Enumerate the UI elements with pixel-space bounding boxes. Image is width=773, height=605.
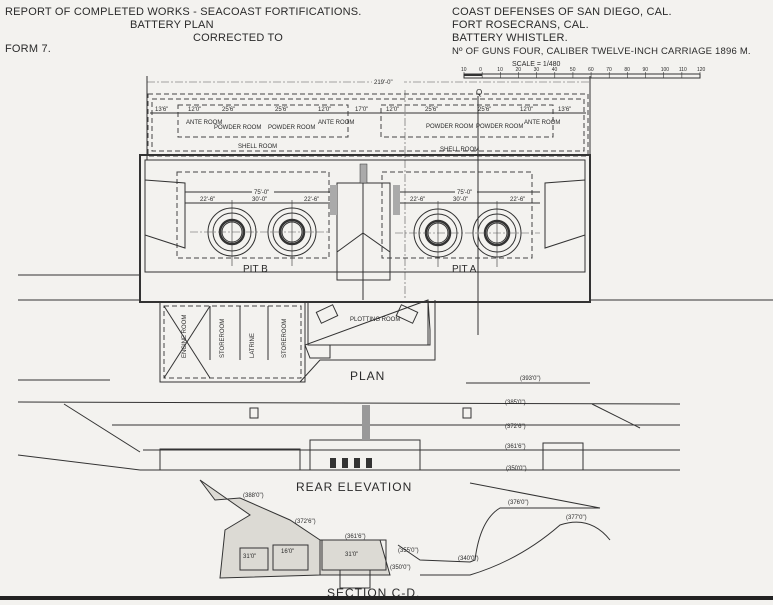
magazine-b <box>177 104 349 138</box>
level-label: (377'0") <box>566 515 587 521</box>
magazine-dimension: 12'0" <box>188 107 201 113</box>
plotting-room <box>307 301 429 346</box>
section-dim: 31'0" <box>243 554 256 560</box>
shell-room-label: SHELL ROOM <box>440 147 479 153</box>
plotting-room-label: PLOTTING ROOM <box>350 317 400 323</box>
level-label: (355'0") <box>398 548 419 554</box>
level-label: (376'0") <box>508 500 529 506</box>
ante-room-label: ANTE ROOM <box>524 120 560 126</box>
scale-tick-label: 110 <box>679 67 687 73</box>
pit-dim: 30'-0" <box>252 197 267 203</box>
magazine-dimension: 12'0" <box>520 107 533 113</box>
form-number: FORM 7. <box>5 43 51 55</box>
scale-tick-label: 10 <box>497 67 503 73</box>
scale-tick-label: 0 <box>479 67 482 73</box>
battery-name: BATTERY WHISTLER. <box>452 32 568 44</box>
pit-dim: 22'-6" <box>200 197 215 203</box>
rear-elevation: (385'0") (372'6") (361'6") (350'0") REAR… <box>17 400 681 494</box>
powder-room-label: POWDER ROOM <box>426 124 473 130</box>
level-label: (372'6") <box>295 519 316 525</box>
pit-a-label: PIT A <box>452 264 477 275</box>
powder-room-label: POWDER ROOM <box>268 125 315 131</box>
level-label: (393'0") <box>520 376 541 382</box>
overall-dimension: 219'-0" <box>374 80 393 86</box>
scale-tick-label: 70 <box>606 67 612 73</box>
rear-room-label: ENGINE ROOM <box>182 315 188 358</box>
powder-room-label: POWDER ROOM <box>214 125 261 131</box>
magazine-dimension: 25'6" <box>425 107 438 113</box>
magazine-dimension: 17'0" <box>355 107 368 113</box>
district-name: COAST DEFENSES OF SAN DIEGO, CAL. <box>452 6 672 18</box>
powder-room-label: POWDER ROOM <box>476 124 523 130</box>
level-label: (350'0") <box>390 565 411 571</box>
magazine-a <box>380 104 554 138</box>
level-label: (372'6") <box>505 424 526 430</box>
rear-elevation-title: REAR ELEVATION <box>296 480 412 494</box>
pit-dim: 22'-6" <box>410 197 425 203</box>
magazine-dimension: 12'0" <box>386 107 399 113</box>
pit-dim: 22'-6" <box>510 197 525 203</box>
scale-tick-label: 30 <box>534 67 540 73</box>
pit-b-span: 75'-0" <box>254 190 269 196</box>
section-point-q: Q <box>476 88 482 97</box>
section-dim: 31'0" <box>345 552 358 558</box>
gun-emplacement-circle <box>472 201 522 267</box>
level-label: (350'0") <box>506 466 527 472</box>
magazine-dimension: 25'6" <box>478 107 491 113</box>
guns-info: Nº OF GUNS FOUR, CALIBER TWELVE-INCH CAR… <box>452 46 751 57</box>
shell-room-label: SHELL ROOM <box>238 144 277 150</box>
scale-tick-label: 60 <box>588 67 594 73</box>
ante-room-label: ANTE ROOM <box>318 120 354 126</box>
rear-room-label: LATRINE <box>250 333 256 358</box>
plan-subtitle: BATTERY PLAN <box>130 19 214 31</box>
scale-tick-label: 20 <box>515 67 521 73</box>
scale-tick-label: 120 <box>697 67 706 73</box>
pit-dim: 22'-6" <box>304 197 319 203</box>
scale-tick-label: 50 <box>570 67 576 73</box>
rear-room-label: STOREROOM <box>282 319 288 358</box>
pit-b-label: PIT B <box>243 264 268 275</box>
plan-view: 219'-0" Q 13'6" 12'0" 25'6" 25'6" 12'0" 17'0"… <box>18 76 773 384</box>
magazine-dimension: 25'6" <box>275 107 288 113</box>
scale-tick-label: 80 <box>624 67 630 73</box>
ante-room-label: ANTE ROOM <box>186 120 222 126</box>
level-label: (361'6") <box>505 444 526 450</box>
level-label: (385'0") <box>505 400 526 406</box>
scale-tick-label: 40 <box>552 67 558 73</box>
scale-label: SCALE = 1/480 <box>512 61 561 68</box>
magazine-dimension: 13'6" <box>558 107 571 113</box>
scale-tick-label: 100 <box>661 67 670 73</box>
level-label: (388'0") <box>243 493 264 499</box>
pit-dim: 30'-0" <box>453 197 468 203</box>
pit-a-span: 75'-0" <box>457 190 472 196</box>
level-label: (340'0") <box>458 556 479 562</box>
plan-title: PLAN <box>350 369 385 383</box>
scale-tick-label: 90 <box>643 67 649 73</box>
level-label: (361'6") <box>345 534 366 540</box>
rear-room-label: STOREROOM <box>220 319 226 358</box>
gun-emplacement-circle <box>267 200 317 266</box>
magazine-dimension: 13'6" <box>155 107 168 113</box>
corrected-to: CORRECTED TO <box>193 32 283 44</box>
fort-name: FORT ROSECRANS, CAL. <box>452 19 589 31</box>
magazine-dimension: 12'0" <box>318 107 331 113</box>
section-c-d: (388'0") (372'6") (361'6") (355'0") (350… <box>199 479 611 600</box>
magazine-dimension: 25'6" <box>222 107 235 113</box>
section-dim: 16'0" <box>281 549 294 555</box>
gun-emplacement-circle <box>207 200 257 266</box>
scale-tick-label: 10 <box>461 67 467 73</box>
gun-emplacement-circle <box>413 201 463 267</box>
report-title: REPORT OF COMPLETED WORKS - SEACOAST FOR… <box>5 6 362 18</box>
